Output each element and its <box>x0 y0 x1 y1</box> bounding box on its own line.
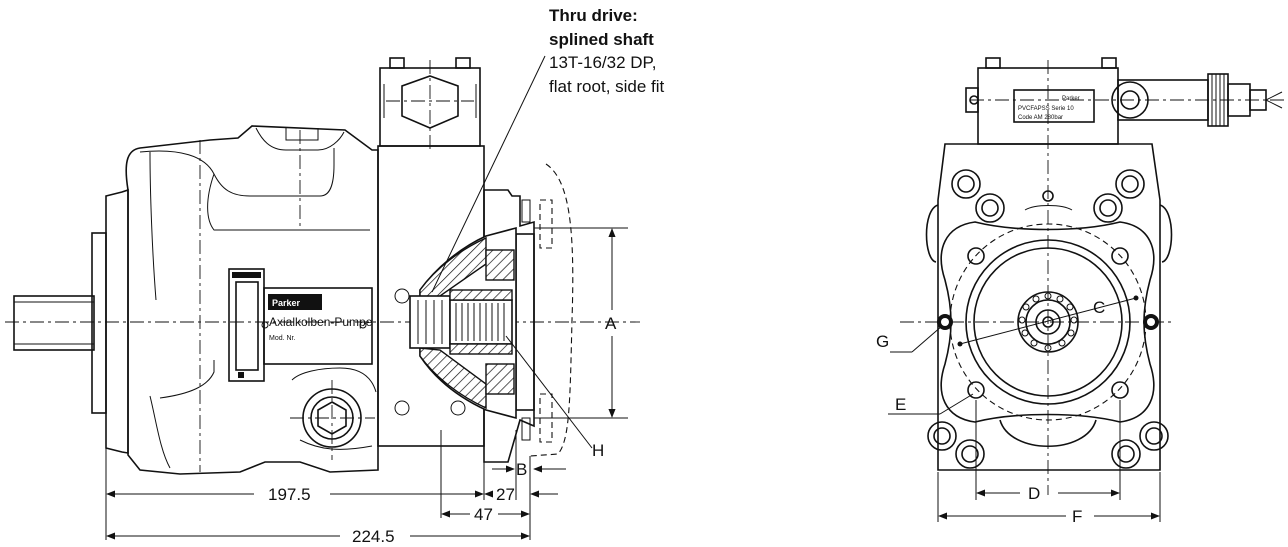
label-D: D <box>1028 484 1040 503</box>
dimension-A: A <box>534 227 628 419</box>
label-E: E <box>895 395 906 414</box>
label-G-leader: G <box>876 325 943 353</box>
nameplate-sub: Mod. Nr. <box>269 335 296 342</box>
front-view: Parker PVCFAPSS Serie 10 Code AM 280bar <box>876 57 1288 526</box>
rear-cover <box>394 163 574 463</box>
dimension-27: 27 <box>484 485 558 504</box>
dimension-197-5: 197.5 <box>106 485 484 504</box>
dim-197-5: 197.5 <box>268 485 311 504</box>
nameplate-title: Axialkolben-Pumpe <box>269 315 373 329</box>
nameplate-brand: Parker <box>272 298 301 308</box>
front-plate-line-3: Code AM 280bar <box>1018 115 1063 121</box>
side-view: Parker Axialkolben-Pumpe Mod. Nr. <box>5 55 640 546</box>
input-shaft <box>13 295 95 351</box>
dimension-D: D <box>975 400 1121 503</box>
dim-224-5: 224.5 <box>352 527 395 546</box>
dim-27: 27 <box>496 485 515 504</box>
front-control-block: Parker PVCFAPSS Serie 10 Code AM 280bar <box>965 57 1288 145</box>
corner-bolts <box>927 169 1169 469</box>
dimension-B: B <box>492 460 566 479</box>
thru-drive-callout: Thru drive: splined shaft 13T-16/32 DP, … <box>549 6 665 96</box>
adapter-flange <box>940 221 1155 423</box>
callout-leader <box>431 55 546 293</box>
front-plate-line-1: Parker <box>1062 96 1080 102</box>
pump-housing <box>125 125 379 475</box>
flange-bolt-holes <box>937 247 1159 399</box>
dimension-47: 47 <box>441 505 530 524</box>
spline-teeth-front <box>1018 292 1078 352</box>
callout-line-3: 13T-16/32 DP, <box>549 53 656 72</box>
dimension-C: C <box>957 295 1139 347</box>
dimension-224-5: 224.5 <box>106 527 530 546</box>
nameplate: Parker Axialkolben-Pumpe Mod. Nr. <box>228 268 373 382</box>
front-housing <box>925 143 1173 471</box>
thru-drive-section <box>409 226 517 420</box>
callout-line-4: flat root, side fit <box>549 77 665 96</box>
label-E-leader: E <box>888 393 974 415</box>
callout-line-1: Thru drive: <box>549 6 638 25</box>
front-plate-line-2: PVCFAPSS Serie 10 <box>1018 106 1074 112</box>
spline-shaft-end <box>1017 291 1079 353</box>
mounting-flange <box>91 188 129 454</box>
label-A: A <box>605 314 617 333</box>
dim-47: 47 <box>474 505 493 524</box>
spline-teeth <box>417 300 505 344</box>
label-H: H <box>592 441 604 460</box>
dimension-F: F <box>937 472 1161 526</box>
label-C: C <box>1093 298 1105 317</box>
drain-port-plug <box>290 380 375 460</box>
label-G: G <box>876 332 889 351</box>
label-H-leader: H <box>505 335 604 460</box>
callout-line-2: splined shaft <box>549 30 654 49</box>
label-B: B <box>516 460 527 479</box>
label-F: F <box>1072 507 1082 526</box>
bottom-lobe <box>999 419 1097 447</box>
